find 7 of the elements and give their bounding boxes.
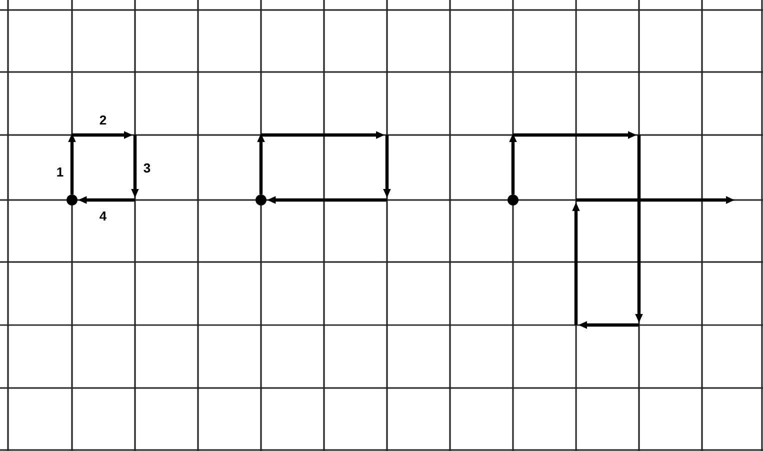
dot <box>508 194 518 206</box>
edge-label: 1 <box>55 166 65 178</box>
step-number: 3 <box>142 162 152 174</box>
dot <box>66 194 78 206</box>
step-number: 4 <box>98 210 108 222</box>
dot <box>256 194 266 206</box>
step-number: 2 <box>98 114 108 126</box>
